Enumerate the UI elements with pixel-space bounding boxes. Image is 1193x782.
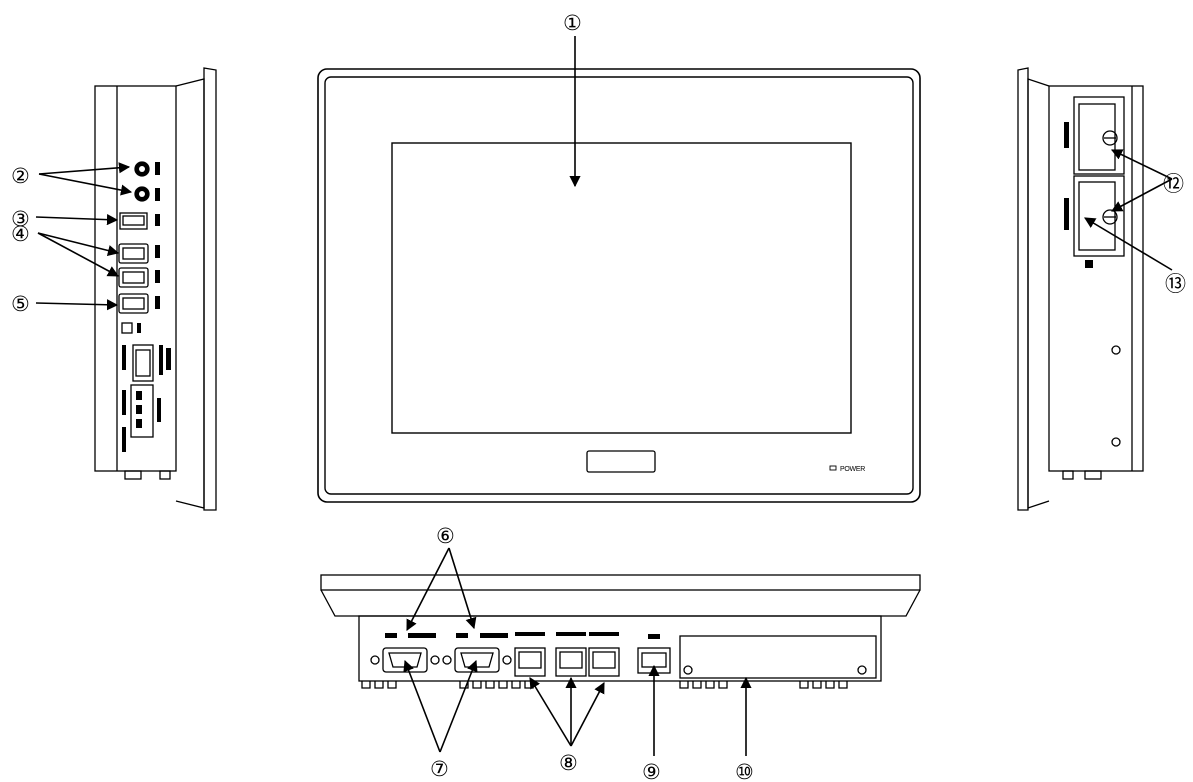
screw-lower	[1102, 209, 1118, 225]
left-side-view	[94, 67, 217, 511]
callout-8: ⑧	[559, 751, 578, 775]
storage-slot-upper	[1073, 96, 1125, 175]
callout-13: ⑬	[1165, 272, 1186, 296]
callout-labels: ① ② ③ ④ ⑤ ⑥ ⑦ ⑧ ⑨ ⑩ ⑫ ⑬	[11, 11, 1186, 782]
storage-slot-lower	[1073, 175, 1125, 257]
lan-port-3	[588, 647, 620, 677]
front-bezel-outer	[317, 68, 921, 503]
front-view: POWER	[317, 68, 921, 503]
lan-port-1	[514, 647, 546, 677]
right-side-view	[1017, 67, 1144, 511]
bottom-view	[320, 574, 921, 689]
callout-1: ①	[563, 11, 582, 35]
hdmi-port	[119, 212, 148, 230]
usb-port-2	[118, 267, 149, 288]
callout-3: ③	[11, 207, 30, 231]
power-label: POWER	[840, 466, 865, 473]
front-bezel-inner	[324, 76, 914, 495]
callout-2: ②	[11, 164, 30, 188]
serial-port-2	[454, 647, 500, 673]
front-logo-plate	[586, 450, 656, 473]
serial-port-1	[382, 647, 428, 673]
power-led	[829, 465, 837, 471]
callout-5: ⑤	[11, 292, 30, 316]
callout-4: ④	[11, 222, 30, 246]
display-screen	[391, 142, 852, 434]
callout-12: ⑫	[1163, 172, 1184, 196]
callout-7: ⑦	[430, 757, 449, 781]
usb-port-3	[118, 293, 149, 314]
lan-port-2	[555, 647, 587, 677]
callout-9: ⑨	[642, 760, 661, 782]
callout-10: ⑩	[735, 760, 754, 782]
callout-6: ⑥	[436, 524, 455, 548]
expansion-slot-cover	[679, 635, 877, 679]
screw-upper	[1102, 130, 1118, 146]
leader-arrows	[35, 36, 1173, 756]
